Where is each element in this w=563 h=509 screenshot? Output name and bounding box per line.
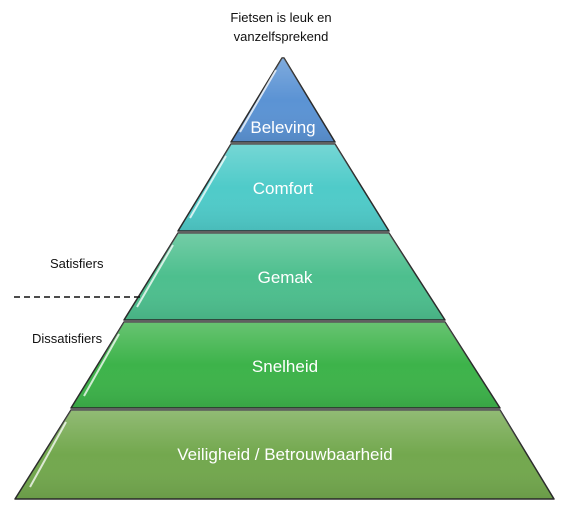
pyramid-level-snelheid: Snelheid [70, 321, 501, 409]
pyramid-level-gemak: Gemak [123, 232, 446, 321]
level-label-veiligheid: Veiligheid / Betrouwbaarheid [177, 445, 392, 464]
level-label-comfort: Comfort [253, 179, 314, 198]
pyramid-highlights [29, 69, 277, 488]
level-label-gemak: Gemak [258, 268, 313, 287]
satisfiers-label: Satisfiers [50, 256, 104, 271]
dissatisfiers-label: Dissatisfiers [32, 331, 103, 346]
level-label-snelheid: Snelheid [252, 357, 318, 376]
pyramid-level-veiligheid: Veiligheid / Betrouwbaarheid [14, 409, 555, 500]
pyramid-top-caption: Fietsen is leuk en vanzelfsprekend [230, 10, 332, 44]
pyramid-level-comfort: Comfort [177, 143, 390, 232]
level-label-beleving: Beleving [250, 118, 315, 137]
pyramid-level-beleving: Beleving [230, 57, 336, 143]
